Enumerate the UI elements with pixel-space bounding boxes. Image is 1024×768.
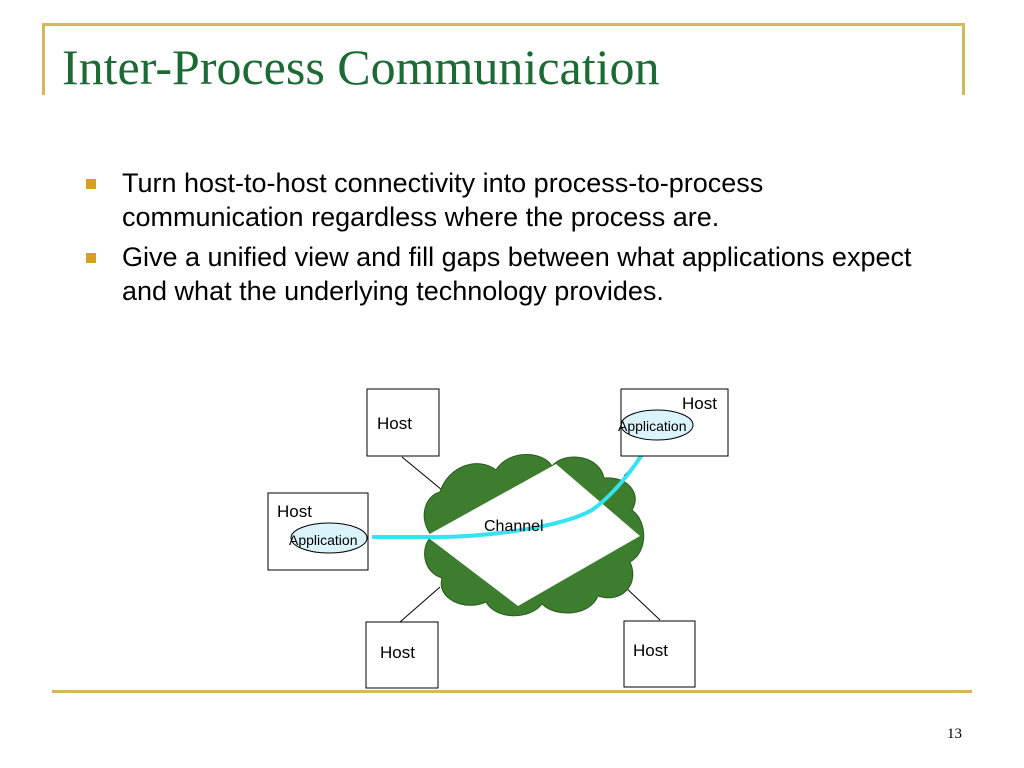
bullet-text: Turn host-to-host connectivity into proc… — [122, 168, 764, 232]
bullet-item: Give a unified view and fill gaps betwee… — [84, 240, 924, 308]
host-label: Host — [380, 643, 415, 662]
slide-title: Inter-Process Communication — [62, 39, 660, 95]
host-connector-line — [622, 584, 661, 621]
channel-diamond — [426, 464, 640, 606]
channel-label: Channel — [484, 518, 544, 535]
host-label: Host — [377, 414, 412, 433]
host-box — [365, 621, 439, 689]
right-border-rule — [962, 23, 965, 95]
application-ellipse — [620, 409, 694, 441]
host-bottom-right: Host — [623, 620, 696, 688]
host-box — [623, 620, 696, 688]
host-connector-line — [401, 456, 443, 491]
footer-rule — [52, 690, 972, 693]
host-top-right: Host Application — [618, 388, 729, 457]
host-label: Host — [682, 394, 717, 413]
host-box — [366, 388, 440, 457]
top-border-rule — [44, 23, 964, 26]
bullet-list: Turn host-to-host connectivity into proc… — [84, 166, 924, 314]
host-label: Host — [277, 502, 312, 521]
left-border-rule — [42, 23, 45, 95]
square-bullet-icon — [86, 179, 96, 189]
host-middle-left: Host Application — [267, 492, 369, 571]
host-connector-line — [399, 586, 441, 623]
bullet-text: Give a unified view and fill gaps betwee… — [122, 242, 912, 306]
application-label: Application — [618, 418, 687, 434]
host-bottom-left: Host — [365, 621, 439, 689]
host-label: Host — [633, 641, 668, 660]
channel-cloud — [423, 453, 645, 617]
application-label: Application — [289, 532, 358, 548]
application-ellipse — [290, 522, 368, 554]
process-connection-line — [372, 437, 654, 540]
bullet-item: Turn host-to-host connectivity into proc… — [84, 166, 924, 234]
host-top-left: Host — [366, 388, 440, 457]
page-number: 13 — [947, 726, 962, 742]
square-bullet-icon — [86, 253, 96, 263]
